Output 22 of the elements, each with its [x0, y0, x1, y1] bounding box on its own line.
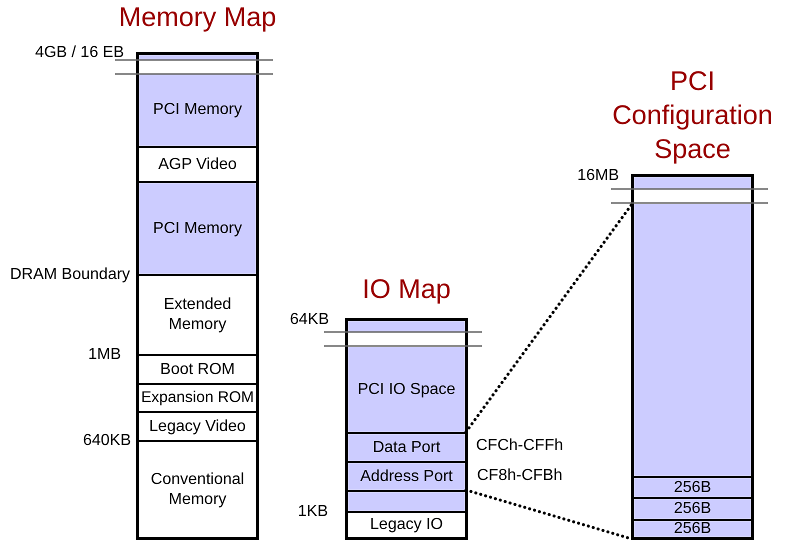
- memory-region: 256B: [634, 519, 751, 537]
- column-title: IO Map: [361, 273, 452, 306]
- mapping-line: [464, 202, 634, 434]
- address-label: 1MB: [88, 345, 121, 365]
- memory-region: 256B: [634, 476, 751, 497]
- memory-region: 256B: [634, 497, 751, 519]
- memory-region: PCI Memory: [139, 181, 256, 274]
- address-label: 64KB: [290, 310, 329, 330]
- empty-region: [348, 490, 465, 511]
- memory-region: PCI IO Space: [348, 347, 465, 432]
- address-label: 4GB / 16 EB: [35, 43, 124, 63]
- column-title: Memory Map: [118, 1, 278, 34]
- memory-region: PCI Memory: [139, 74, 256, 146]
- address-range-label: CF8h-CFBh: [477, 466, 562, 486]
- address-label: 640KB: [82, 431, 131, 451]
- address-label: 16MB: [577, 166, 619, 186]
- memory-region: Address Port: [348, 461, 465, 490]
- address-range-label: CFCh-CFFh: [476, 436, 564, 456]
- address-label: 1KB: [298, 502, 328, 522]
- memory-region: Data Port: [348, 432, 465, 461]
- column-title: PCI Configuration Space: [611, 65, 774, 166]
- address-label: DRAM Boundary: [10, 265, 130, 285]
